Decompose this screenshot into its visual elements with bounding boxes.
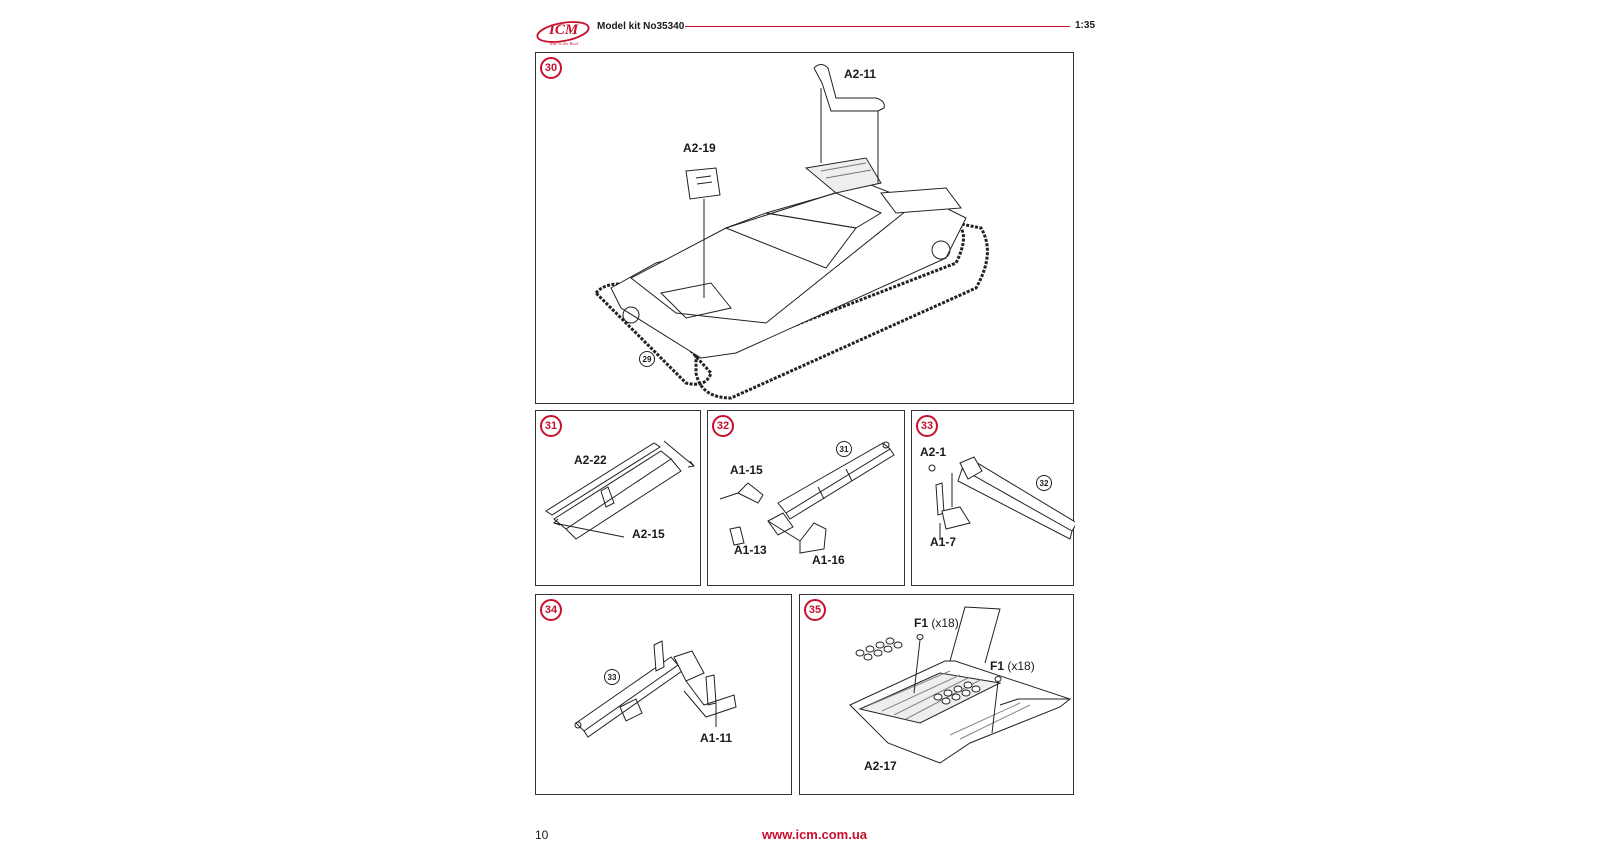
gun-assembly-drawing	[574, 640, 737, 738]
website-link[interactable]: www.icm.com.ua	[762, 827, 867, 842]
scale-label: 1:35	[1074, 20, 1095, 31]
instruction-page: ICM True to the Real Model kit No35340 1…	[535, 0, 1095, 850]
step-33-panel: 33 A2-1 32 A1-7	[911, 410, 1075, 586]
header-rule	[685, 26, 1070, 27]
part-label: A2-11	[844, 67, 877, 81]
part-label: A1-7	[930, 535, 957, 549]
step-number: 31	[540, 415, 562, 437]
part-label: A1-15	[730, 463, 763, 477]
part-label: A1-13	[734, 543, 767, 557]
logo-tagline: True to the Real	[549, 41, 579, 46]
step-reference: 32	[1036, 475, 1052, 491]
plate-drawing	[849, 606, 1072, 764]
page-number: 10	[535, 828, 549, 842]
step-31-panel: 31 A2-22 A2-15	[535, 410, 701, 586]
part-id: F1	[914, 616, 929, 630]
step-reference: 29	[639, 351, 655, 367]
icm-logo: ICM True to the Real	[535, 14, 595, 48]
part-label: A2-19	[683, 141, 716, 155]
step-30-panel: 30	[535, 52, 1074, 404]
gun-barrel-drawing	[719, 441, 895, 554]
part-label: A1-11	[700, 731, 733, 745]
part-label-with-quantity: F1 (x18)	[914, 616, 959, 630]
step-number: 33	[916, 415, 938, 437]
hull-drawing	[593, 64, 989, 400]
model-kit-number: Model kit No35340	[597, 21, 685, 32]
step-number: 30	[540, 57, 562, 79]
step-32-panel: 32 31 A1-15 A1-13 A1-16	[707, 410, 905, 586]
step-34-panel: 34 33 A1-11	[535, 594, 792, 795]
gun-mount-drawing	[928, 456, 1075, 540]
part-id: F1	[990, 659, 1005, 673]
part-label: A2-1	[920, 445, 947, 459]
step-reference: 33	[604, 669, 620, 685]
step-35-panel: 35	[799, 594, 1074, 795]
step-number: 32	[712, 415, 734, 437]
step-number: 34	[540, 599, 562, 621]
rail-drawing	[545, 440, 695, 540]
part-label: A2-15	[632, 527, 665, 541]
part-quantity: (x18)	[931, 616, 959, 630]
logo-text: ICM	[548, 22, 579, 38]
page-header: ICM True to the Real Model kit No35340 1…	[535, 14, 1095, 48]
part-quantity: (x18)	[1007, 659, 1035, 673]
part-label: A1-16	[812, 553, 845, 567]
step-number: 35	[804, 599, 826, 621]
part-label: A2-22	[574, 453, 607, 467]
step-reference: 31	[836, 441, 852, 457]
part-label-with-quantity: F1 (x18)	[990, 659, 1035, 673]
part-label: A2-17	[864, 759, 897, 773]
